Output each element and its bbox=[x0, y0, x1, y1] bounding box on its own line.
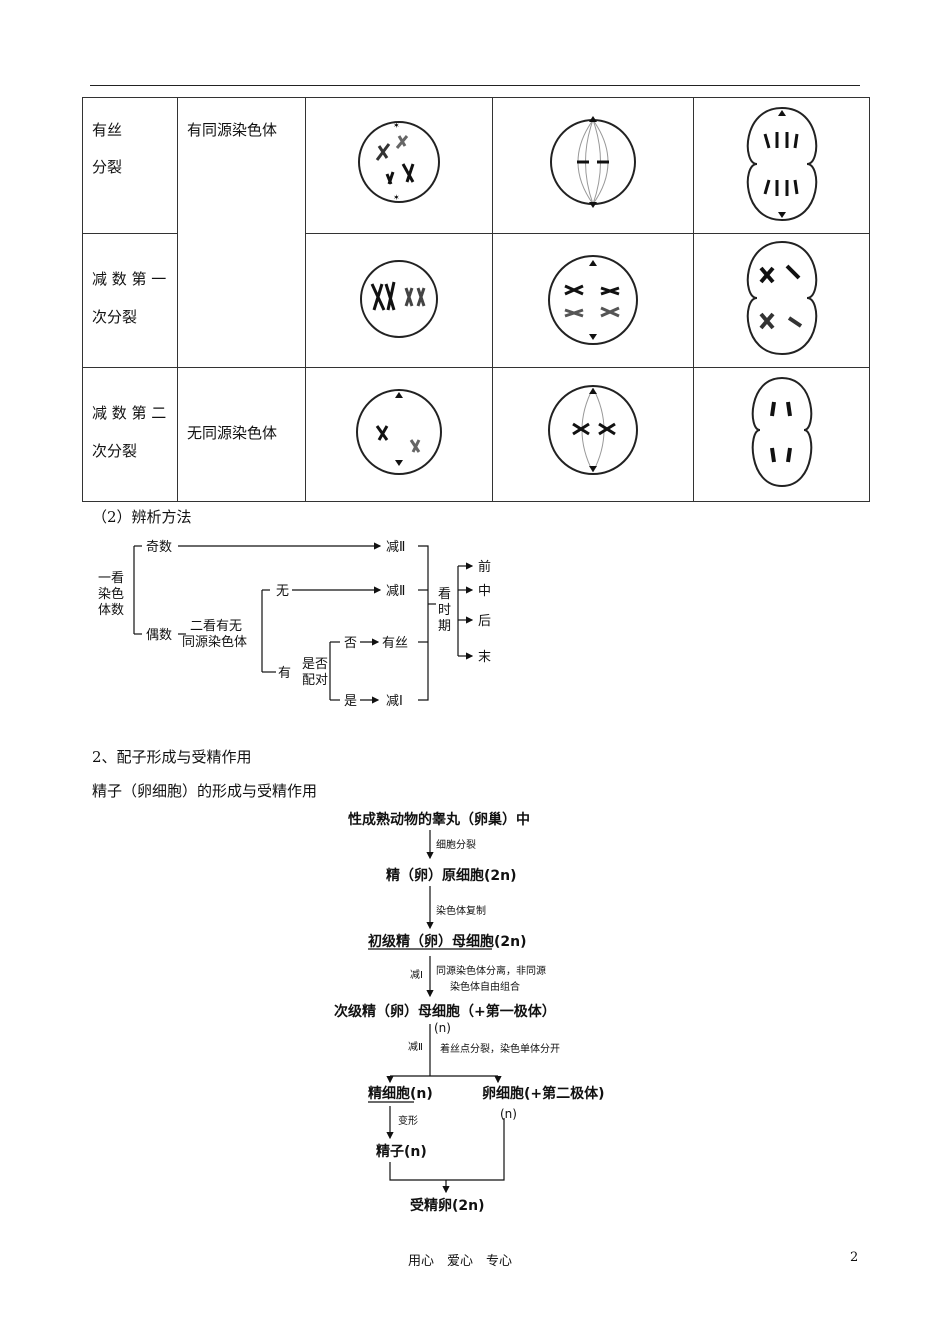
gamete-subtitle: 精子（卵细胞）的形成与受精作用 bbox=[92, 782, 318, 800]
flow-n6b: (n) bbox=[500, 1107, 517, 1121]
phase-cell: 有丝 分裂 bbox=[82, 97, 178, 234]
gamete-title: 2、配子形成与受精作用 bbox=[92, 748, 252, 766]
type-label: 有同源染色体 bbox=[187, 121, 278, 139]
cell-image bbox=[492, 233, 694, 368]
type-label: 无同源染色体 bbox=[187, 424, 278, 442]
tree-has: 有 bbox=[278, 666, 291, 681]
tree-meiosis2: 减Ⅱ bbox=[386, 540, 405, 555]
tree-root-1: 一看 bbox=[98, 570, 124, 586]
tree-meiosis2b: 减Ⅱ bbox=[386, 584, 405, 599]
table-row: 有丝 分裂 有同源染色体 ✶✶ bbox=[82, 97, 870, 368]
flow-n6: 卵细胞(+第二极体) bbox=[482, 1085, 605, 1102]
phase-label: 减 数 第 二 次分裂 bbox=[92, 404, 167, 460]
tree-look-1: 看 bbox=[438, 586, 451, 602]
flow-e3c: 染色体自由组合 bbox=[450, 980, 520, 993]
phase-cell: 减 数 第 二 次分裂 bbox=[82, 367, 178, 502]
cell-image bbox=[693, 233, 870, 368]
flow-e3a: 减Ⅰ bbox=[410, 969, 423, 981]
metaphase-cell-drawing bbox=[550, 116, 636, 208]
svg-text:✶: ✶ bbox=[393, 193, 400, 202]
cell-image bbox=[693, 97, 870, 234]
phase-label: 减 数 第 一 次分裂 bbox=[92, 270, 167, 326]
cell-image: ✶✶ bbox=[305, 97, 493, 234]
flow-e4a: 减Ⅱ bbox=[408, 1041, 423, 1053]
tree-check2b: 同源染色体 bbox=[182, 634, 247, 650]
flow-e1: 细胞分裂 bbox=[436, 838, 476, 851]
prophase-cell-drawing: ✶✶ bbox=[358, 121, 440, 203]
tree-paired-q2: 配对 bbox=[302, 673, 328, 688]
type-cell: 有同源染色体 bbox=[177, 97, 306, 368]
tree-stage: 后 bbox=[478, 614, 491, 629]
meiosis1-prophase-drawing bbox=[360, 260, 438, 338]
meiosis1-metaphase-drawing bbox=[548, 255, 638, 345]
flow-n5: 精细胞(n) bbox=[368, 1085, 433, 1102]
flow-n2: 精（卵）原细胞(2n) bbox=[386, 867, 517, 884]
anaphase-cell-drawing bbox=[746, 106, 817, 222]
meiosis2-prophase-drawing bbox=[356, 389, 442, 475]
tree-look-2: 时 bbox=[438, 603, 451, 618]
flow-n4: 次级精（卵）母细胞（+第一极体） bbox=[334, 1003, 556, 1020]
tree-root-2: 染色 bbox=[98, 586, 124, 602]
table-row: 减 数 第 一 次分裂 bbox=[82, 233, 870, 368]
flow-n8: 受精卵(2n) bbox=[410, 1197, 485, 1214]
cell-image bbox=[305, 367, 493, 502]
tree-mitosis: 有丝 bbox=[382, 636, 408, 651]
decision-tree: 一看 染色 体数 奇数 偶数 二看有无 同源染色体 无 有 是否 配对 否 是 … bbox=[98, 539, 491, 709]
type-cell: 无同源染色体 bbox=[177, 367, 306, 502]
footer-motto: 用心 爱心 专心 bbox=[408, 1254, 513, 1269]
tree-no: 否 bbox=[344, 636, 357, 651]
flow-n4b: (n) bbox=[434, 1021, 451, 1035]
meiosis2-anaphase-drawing bbox=[751, 376, 812, 488]
page-number: 2 bbox=[850, 1250, 859, 1265]
cell-image bbox=[492, 367, 694, 502]
phase-cell: 减 数 第 一 次分裂 bbox=[82, 233, 178, 368]
tree-stage: 中 bbox=[478, 584, 491, 599]
tree-even: 偶数 bbox=[146, 628, 172, 643]
tree-yes: 是 bbox=[344, 694, 357, 709]
flow-n1: 性成熟动物的睾丸（卵巢）中 bbox=[348, 811, 530, 828]
cell-division-table: 有丝 分裂 有同源染色体 ✶✶ bbox=[82, 97, 870, 502]
tree-check2: 二看有无 bbox=[190, 618, 242, 634]
flow-n7: 精子(n) bbox=[376, 1143, 427, 1160]
table-row: 减 数 第 二 次分裂 无同源染色体 bbox=[82, 367, 870, 502]
tree-stage: 前 bbox=[478, 559, 491, 575]
tree-meiosis1: 减Ⅰ bbox=[386, 694, 403, 709]
tree-look-3: 期 bbox=[438, 619, 451, 634]
cell-image bbox=[305, 233, 493, 368]
flow-e5: 变形 bbox=[398, 1114, 418, 1127]
method-title: （2）辨析方法 bbox=[92, 508, 192, 526]
tree-root-3: 体数 bbox=[98, 603, 124, 618]
cell-image bbox=[693, 367, 870, 502]
tree-none: 无 bbox=[276, 584, 289, 599]
flow-e2: 染色体复制 bbox=[436, 904, 486, 917]
meiosis2-metaphase-drawing bbox=[548, 385, 638, 475]
tree-odd: 奇数 bbox=[146, 539, 172, 555]
flow-e3b: 同源染色体分离，非同源 bbox=[436, 964, 546, 977]
tree-paired-q: 是否 bbox=[302, 657, 328, 672]
phase-label: 有丝 分裂 bbox=[92, 121, 123, 176]
tree-stage: 末 bbox=[478, 650, 491, 665]
flow-e4b: 着丝点分裂，染色单体分开 bbox=[440, 1042, 560, 1055]
gamete-flowchart: 性成熟动物的睾丸（卵巢）中 细胞分裂 精（卵）原细胞(2n) 染色体复制 初级精… bbox=[334, 811, 605, 1214]
svg-text:✶: ✶ bbox=[393, 121, 400, 130]
flow-n3: 初级精（卵）母细胞(2n) bbox=[368, 933, 527, 950]
meiosis1-anaphase-drawing bbox=[746, 240, 817, 356]
header-rule bbox=[90, 85, 860, 86]
cell-image bbox=[492, 97, 694, 234]
